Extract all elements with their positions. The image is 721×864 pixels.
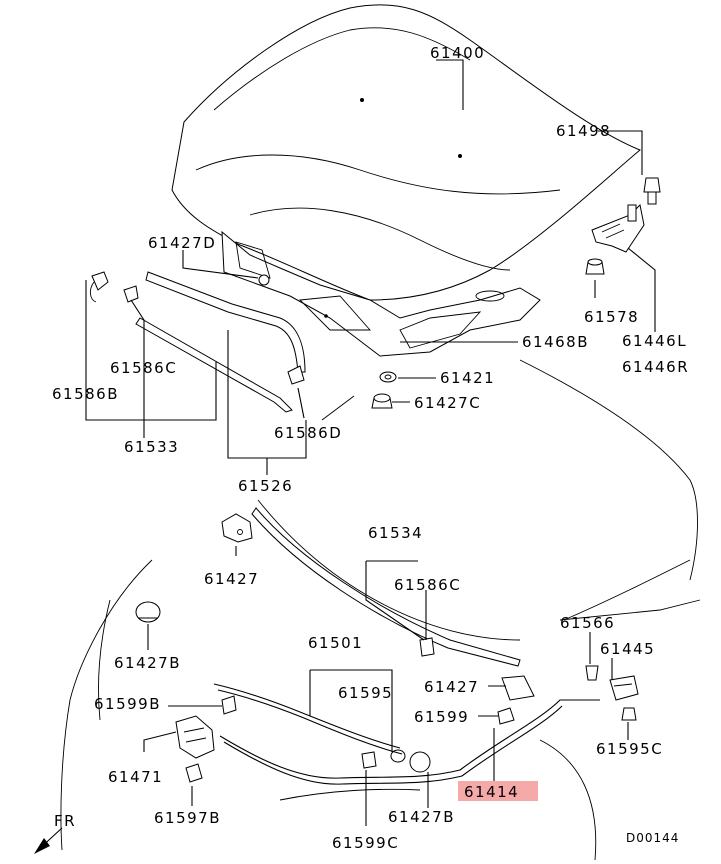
label-61526: 61526 [238, 477, 293, 495]
label-61595: 61595 [338, 684, 393, 702]
label-61446R: 61446R [622, 358, 689, 376]
leader-lines [85, 59, 656, 826]
striker-61445 [609, 675, 639, 701]
weatherstrip-61533 [135, 317, 293, 413]
hood-bumper-61578 [585, 258, 605, 275]
label-61468B: 61468B [522, 333, 589, 351]
clip-61421 [379, 371, 397, 383]
bumper-61427C [371, 393, 393, 409]
hood-panel [171, 4, 641, 357]
front-marker-label: FR [54, 812, 76, 830]
release-cable-61414 [219, 699, 600, 785]
label-61599: 61599 [414, 708, 469, 726]
car-body-outline [60, 359, 701, 861]
bracket-61427-lower [501, 675, 535, 701]
diagram-code: D00144 [626, 831, 679, 845]
label-61498: 61498 [556, 122, 611, 140]
bolt-61566 [585, 665, 599, 681]
bumper-61427B-left [135, 601, 161, 623]
hood-stay-grommet-61427D [258, 274, 270, 286]
label-61586B: 61586B [52, 385, 119, 403]
label-61414: 61414 [464, 783, 519, 801]
clip-61599B [221, 695, 237, 715]
label-61586C-lower: 61586C [394, 576, 461, 594]
label-61578: 61578 [584, 308, 639, 326]
label-61421: 61421 [440, 369, 495, 387]
release-cable-61501 [213, 683, 403, 755]
label-61599B: 61599B [94, 695, 161, 713]
clip-61599 [497, 707, 515, 725]
grommet-61595 [390, 749, 406, 763]
clip-61586C-lower [419, 637, 435, 657]
label-61595C: 61595C [596, 740, 663, 758]
clip-61595C [621, 707, 637, 721]
label-61599C: 61599C [332, 834, 399, 852]
clip-61597B [185, 763, 203, 783]
clips-left [89, 271, 305, 385]
cowl-seal-61534 [251, 507, 521, 667]
label-61586D: 61586D [274, 424, 342, 442]
label-61586C-upper: 61586C [110, 359, 177, 377]
label-61566: 61566 [560, 614, 615, 632]
label-61427D: 61427D [148, 234, 216, 252]
front-direction-arrow-icon [34, 827, 63, 854]
label-61427: 61427 [204, 570, 259, 588]
bumper-61427B-center [409, 751, 431, 773]
label-61400: 61400 [430, 44, 485, 62]
label-61445: 61445 [600, 640, 655, 658]
bracket-61427 [221, 513, 253, 543]
label-61471: 61471 [108, 768, 163, 786]
label-61533: 61533 [124, 438, 179, 456]
highlight-box [458, 781, 538, 801]
hood-lock-61471 [175, 715, 215, 759]
label-61427B-center: 61427B [388, 808, 455, 826]
clip-61599C [361, 751, 377, 769]
label-61597B: 61597B [154, 809, 221, 827]
label-61427-lower: 61427 [424, 678, 479, 696]
label-61501: 61501 [308, 634, 363, 652]
label-61534: 61534 [368, 524, 423, 542]
label-61427B-left: 61427B [114, 654, 181, 672]
hinge-bolt [643, 177, 661, 205]
label-61427C: 61427C [414, 394, 481, 412]
hood-hinge [591, 203, 645, 253]
label-61446L: 61446L [622, 332, 687, 350]
